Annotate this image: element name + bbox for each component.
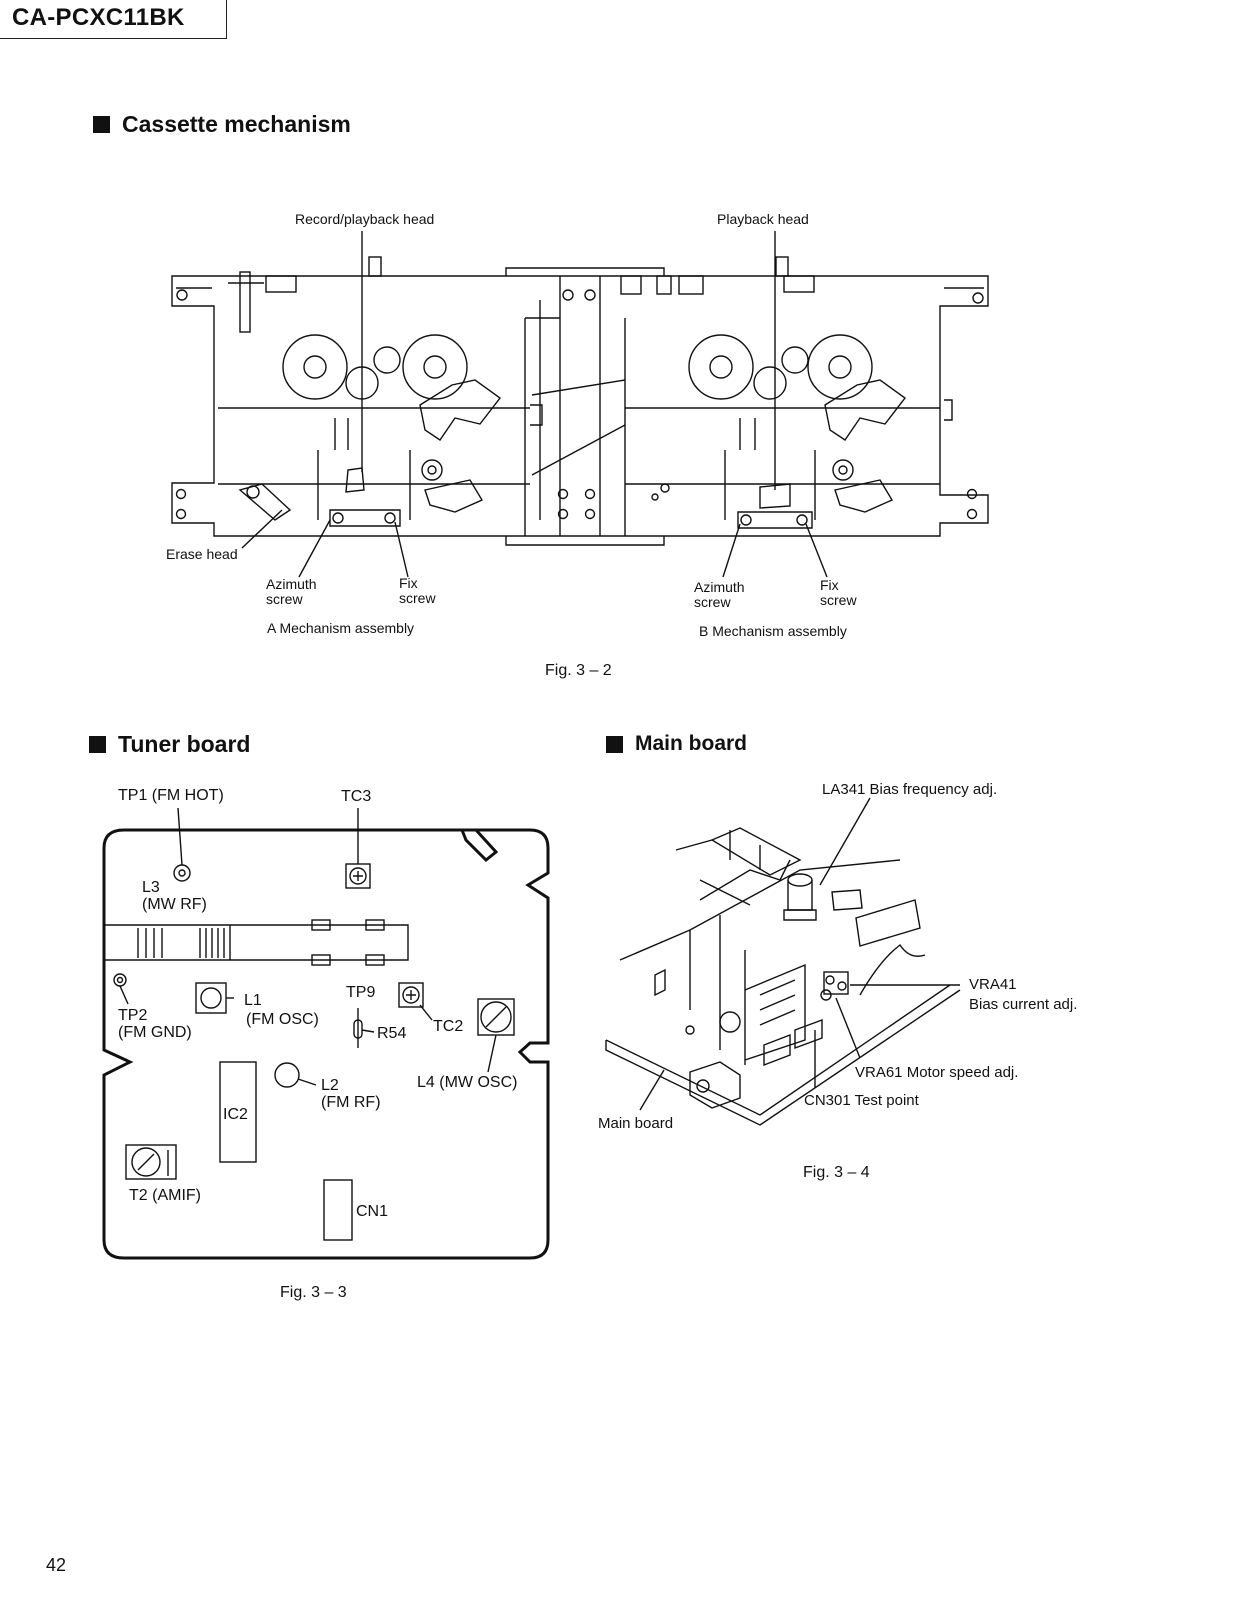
bullet-square-icon — [93, 116, 110, 133]
label-azimuth-a-1: Azimuth — [266, 576, 317, 592]
label-tp2: TP2 — [118, 1007, 147, 1024]
label-cn301: CN301 Test point — [804, 1092, 920, 1109]
label-r54: R54 — [377, 1025, 406, 1042]
label-l3: L3 — [142, 879, 160, 896]
label-main-board: Main board — [598, 1115, 673, 1132]
label-tc3: TC3 — [341, 788, 371, 805]
label-tp1: TP1 (FM HOT) — [118, 787, 224, 804]
label-vra61: VRA61 Motor speed adj. — [855, 1064, 1018, 1081]
label-mechanism-a: A Mechanism assembly — [267, 620, 414, 636]
section-main-title: Main board — [606, 732, 747, 756]
section-tuner-title: Tuner board — [89, 731, 250, 758]
cassette-labels: Record/playback head Playback head Erase… — [166, 211, 857, 679]
page-number: 42 — [46, 1555, 67, 1575]
label-fix-a-1: Fix — [399, 575, 418, 591]
label-tp9: TP9 — [346, 984, 375, 1001]
label-azimuth-b-1: Azimuth — [694, 579, 745, 595]
section-cassette-title: Cassette mechanism — [93, 111, 351, 138]
bullet-square-icon — [606, 735, 623, 753]
tuner-labels: TP1 (FM HOT) TC3 L3 (MW RF) TP2 (FM GND)… — [118, 787, 517, 1301]
label-azimuth-a-2: screw — [266, 591, 303, 607]
label-l3-desc: (MW RF) — [142, 896, 207, 913]
label-tp2-desc: (FM GND) — [118, 1024, 192, 1041]
label-l2-desc: (FM RF) — [321, 1094, 381, 1111]
label-l4: L4 (MW OSC) — [417, 1074, 517, 1091]
cassette-mechanism-diagram — [171, 231, 989, 578]
figure-caption-3-3: Fig. 3 – 3 — [280, 1284, 347, 1301]
main-board-diagram — [605, 797, 961, 1126]
cassette-title-text: Cassette mechanism — [122, 111, 351, 137]
label-t2: T2 (AMIF) — [129, 1187, 201, 1204]
figure-caption-3-2: Fig. 3 – 2 — [545, 662, 612, 679]
label-l1: L1 — [244, 992, 262, 1009]
label-fix-b-1: Fix — [820, 577, 839, 593]
label-cn1: CN1 — [356, 1203, 388, 1220]
label-vra41: VRA41 — [969, 976, 1017, 993]
bullet-square-icon — [89, 736, 106, 753]
model-tab: CA-PCXC11BK — [0, 0, 227, 39]
model-number: CA-PCXC11BK — [12, 4, 185, 31]
label-mechanism-b: B Mechanism assembly — [699, 623, 847, 639]
label-fix-a-2: screw — [399, 590, 436, 606]
label-tc2: TC2 — [433, 1018, 463, 1035]
label-azimuth-b-2: screw — [694, 594, 731, 610]
label-playback-head: Playback head — [717, 211, 809, 227]
label-vra41-desc: Bias current adj. — [969, 996, 1077, 1013]
label-fix-b-2: screw — [820, 592, 857, 608]
tuner-title-text: Tuner board — [118, 731, 251, 757]
main-board-labels: LA341 Bias frequency adj. VRA41 Bias cur… — [598, 781, 1077, 1181]
label-la341: LA341 Bias frequency adj. — [822, 781, 997, 798]
label-l2: L2 — [321, 1077, 339, 1094]
main-title-text: Main board — [635, 732, 748, 755]
tuner-board-diagram — [102, 807, 550, 1260]
figure-caption-3-4: Fig. 3 – 4 — [803, 1164, 870, 1181]
label-erase-head: Erase head — [166, 546, 238, 562]
label-l1-desc: (FM OSC) — [246, 1011, 319, 1028]
label-ic2: IC2 — [223, 1106, 248, 1123]
label-record-playback-head: Record/playback head — [295, 211, 434, 227]
